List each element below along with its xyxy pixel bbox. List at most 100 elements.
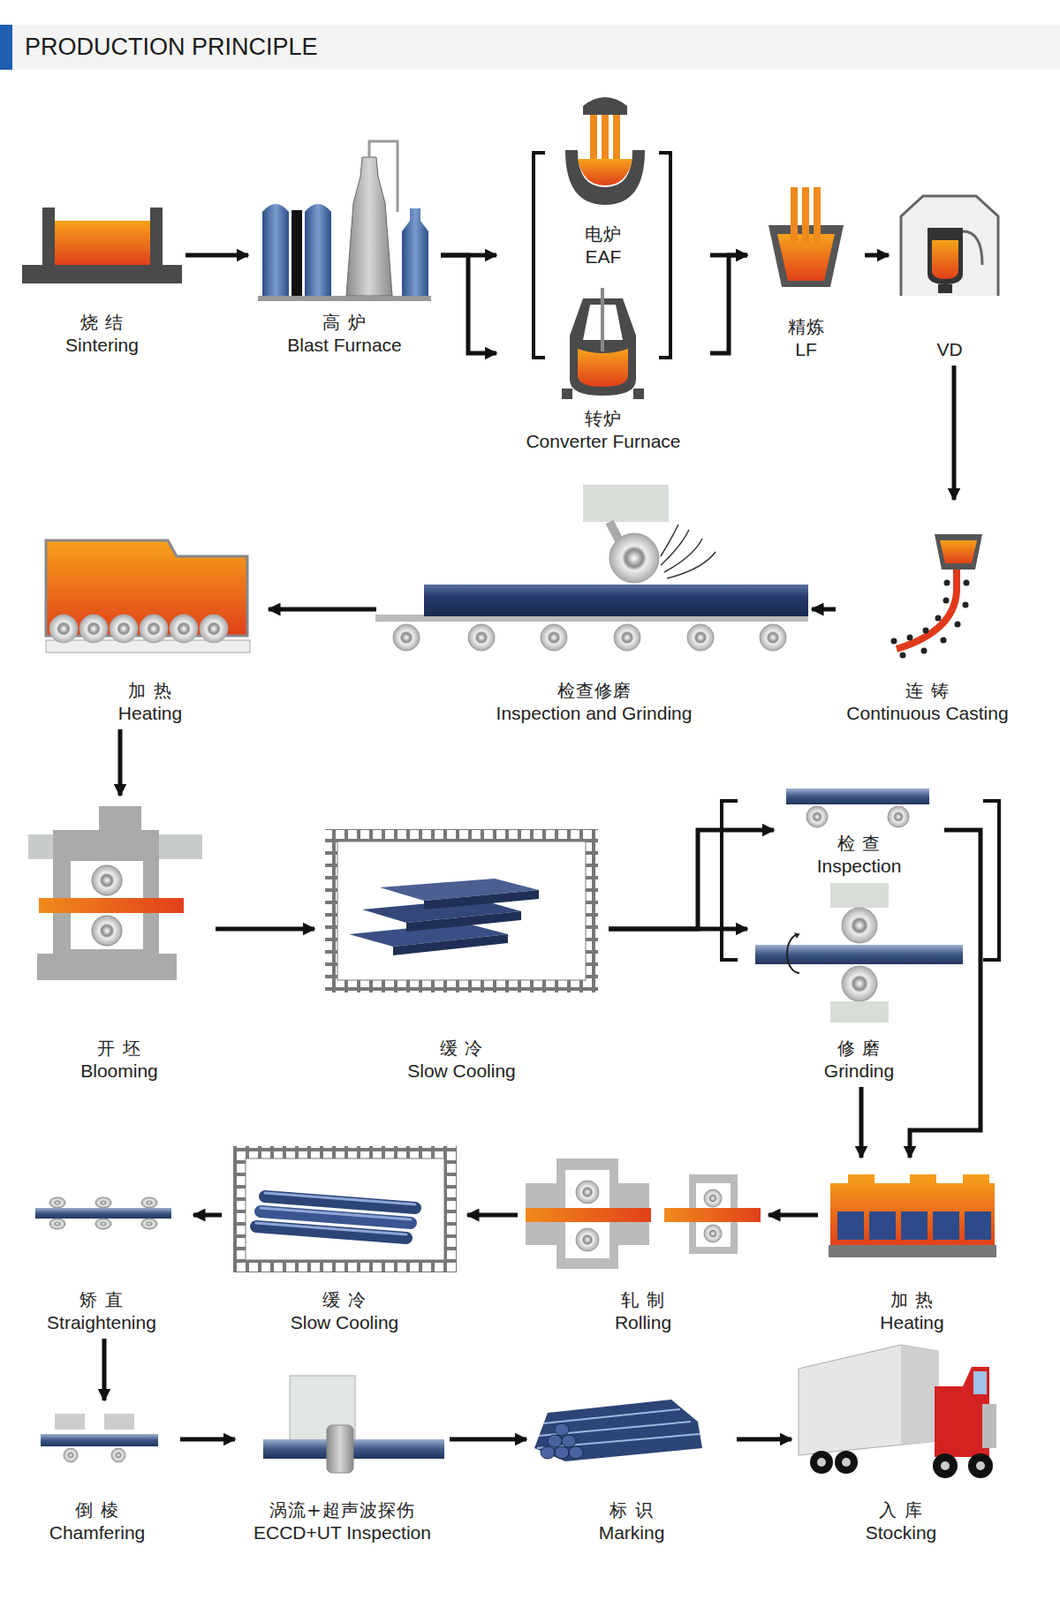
- flow-arrow: [180, 1438, 235, 1443]
- slow-cooling-pit-icon: [325, 829, 599, 993]
- inspection-grinding-icon: [666, 552, 716, 579]
- process-stage: 标 识Marking: [530, 1386, 734, 1546]
- truck-icon: [798, 1345, 939, 1456]
- stage-name: Blast Furnace: [287, 333, 402, 356]
- marked-bar-pile-icon: [543, 1409, 681, 1424]
- header-band: [0, 24, 1060, 70]
- truck-icon: [810, 1451, 833, 1475]
- stage-name-zh: 开 坯: [97, 1037, 141, 1060]
- stage-name-zh: 轧 制: [620, 1289, 665, 1312]
- continuous-casting-icon: [963, 580, 970, 587]
- eccd-ut-icon: [263, 1376, 445, 1474]
- header-band: [0, 24, 1060, 70]
- slow-cooling-pit-icon: [424, 890, 539, 910]
- chamfering-icon: [111, 1448, 126, 1463]
- slow-cooling-pit-icon: [260, 1208, 411, 1220]
- truck-icon: [901, 1345, 939, 1446]
- process-stage: 缓 冷Slow Cooling: [225, 1139, 464, 1336]
- flow-arrow: [909, 830, 981, 1159]
- stage-name-zh: 入 库: [878, 1499, 923, 1522]
- converter-icon: [633, 388, 644, 400]
- stage-name-zh: 矫 直: [79, 1289, 123, 1312]
- process-stage: 电炉EAF: [499, 97, 707, 270]
- sintering-icon: [42, 207, 55, 270]
- blast-furnace-icon: [262, 204, 289, 296]
- chamfering-icon: [40, 1414, 159, 1463]
- grinding-icon: [794, 932, 800, 939]
- marked-bar-pile-icon: [554, 1446, 569, 1460]
- flow-arrow: [859, 1087, 864, 1159]
- truck-icon: [834, 1451, 858, 1475]
- bracket: [983, 801, 1000, 961]
- straightening-icon: [141, 1219, 158, 1230]
- truck-icon: [810, 1451, 993, 1479]
- vd-icon: [931, 240, 959, 280]
- grinding-icon: [830, 883, 889, 909]
- truck-icon: [976, 1461, 985, 1471]
- process-stage: 高 炉Blast Furnace: [251, 145, 438, 358]
- flow-arrow: [440, 255, 497, 354]
- rolling-mill-icon: [575, 1181, 599, 1204]
- inspection-grinding-icon: [609, 533, 659, 583]
- blast-furnace-icon: [257, 295, 432, 302]
- flow-arrow: [193, 1213, 222, 1219]
- stage-name-zh: 检查修磨: [557, 680, 632, 703]
- blast-furnace-icon: [346, 157, 393, 296]
- flow-arrow: [736, 1438, 792, 1443]
- marked-bar-pile-icon: [540, 1423, 583, 1460]
- stage-name: Continuous Casting: [846, 702, 1008, 725]
- converter-icon: [577, 348, 629, 387]
- stage-name: Blooming: [80, 1060, 159, 1083]
- inspection-grinding-icon: [583, 484, 669, 523]
- flow-arrow: [185, 253, 249, 258]
- slow-cooling-pit-icon: [233, 1146, 457, 1273]
- marked-bar-pile-icon: [561, 1435, 576, 1448]
- inspection-grinding-icon: [660, 530, 689, 566]
- truck-icon: [968, 1453, 993, 1479]
- bracket: [721, 801, 1000, 961]
- eaf-icon: [583, 97, 628, 115]
- lf-icon: [790, 187, 798, 250]
- straightening-icon: [49, 1197, 66, 1209]
- continuous-casting-icon: [954, 621, 962, 629]
- continuous-casting-icon: [943, 598, 950, 605]
- sintering-icon: [150, 207, 163, 270]
- inspection-grinding-icon: [759, 624, 787, 652]
- process-stage: 修 磨Grinding: [750, 883, 968, 1084]
- slow-cooling-pit-icon: [337, 841, 586, 981]
- stage-name: Heating: [879, 1311, 944, 1334]
- inspection-grinding-icon: [375, 484, 809, 652]
- blast-furnace-icon: [304, 204, 332, 296]
- straightening-icon: [95, 1197, 112, 1209]
- marked-bar-pile-icon: [537, 1409, 700, 1449]
- process-stage: 开 坯Blooming: [26, 799, 212, 1084]
- blast-furnace-icon: [401, 208, 429, 296]
- inspection-icon: [806, 806, 828, 828]
- header-band: [0, 24, 13, 70]
- flow-arrow: [608, 927, 748, 932]
- rolling-mill-icon: [575, 1228, 599, 1252]
- straightening-icon: [141, 1197, 158, 1209]
- continuous-casting-icon: [891, 638, 898, 645]
- process-stage: 转炉Converter Furnace: [499, 280, 707, 455]
- process-stage: VD: [892, 181, 1007, 363]
- stage-name-zh: 倒 棱: [75, 1499, 119, 1522]
- stage-name: Inspection and Grinding: [496, 702, 693, 725]
- rolling-mill-icon: [525, 1158, 761, 1270]
- heating-furnace-icon: [109, 614, 138, 644]
- slow-cooling-pit-icon: [325, 829, 599, 993]
- heating-furnace-icon: [49, 614, 228, 644]
- continuous-casting-icon: [891, 580, 970, 659]
- process-stage: 涡流+超声波探伤ECCD+UT Inspection: [238, 1369, 447, 1546]
- continuous-casting-icon: [923, 628, 930, 635]
- heating-furnace-icon: [837, 1211, 864, 1241]
- bracket: [533, 152, 671, 358]
- process-stage: 入 库Stocking: [795, 1338, 1007, 1546]
- marked-bar-pile-icon: [568, 1446, 583, 1460]
- flow-arrow: [768, 1213, 818, 1219]
- blast-furnace-icon: [291, 210, 303, 296]
- lf-icon: [813, 187, 821, 250]
- continuous-casting-icon: [921, 648, 928, 655]
- flow-arrow: [215, 927, 315, 932]
- truck-icon: [982, 1404, 997, 1449]
